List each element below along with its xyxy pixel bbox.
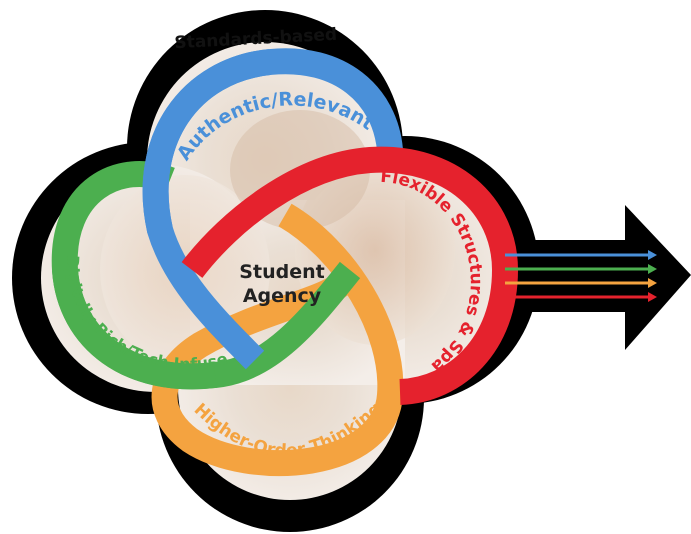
arrow-line-head-4 [648, 292, 657, 302]
center-label-line-1: Student [239, 261, 324, 283]
knot-loops [51, 48, 519, 477]
arrow-colored-lines [505, 250, 657, 302]
arrow-line-head-3 [648, 278, 657, 288]
red-loop [181, 146, 519, 405]
orange-loop [151, 203, 404, 477]
center-label-line-2: Agency [243, 285, 322, 307]
arrow-line-head-2 [648, 264, 657, 274]
arrow-shape [470, 205, 691, 350]
blue-over-segment [142, 49, 272, 233]
green-over-segment [52, 268, 217, 390]
arrow-line-head-1 [648, 250, 657, 260]
